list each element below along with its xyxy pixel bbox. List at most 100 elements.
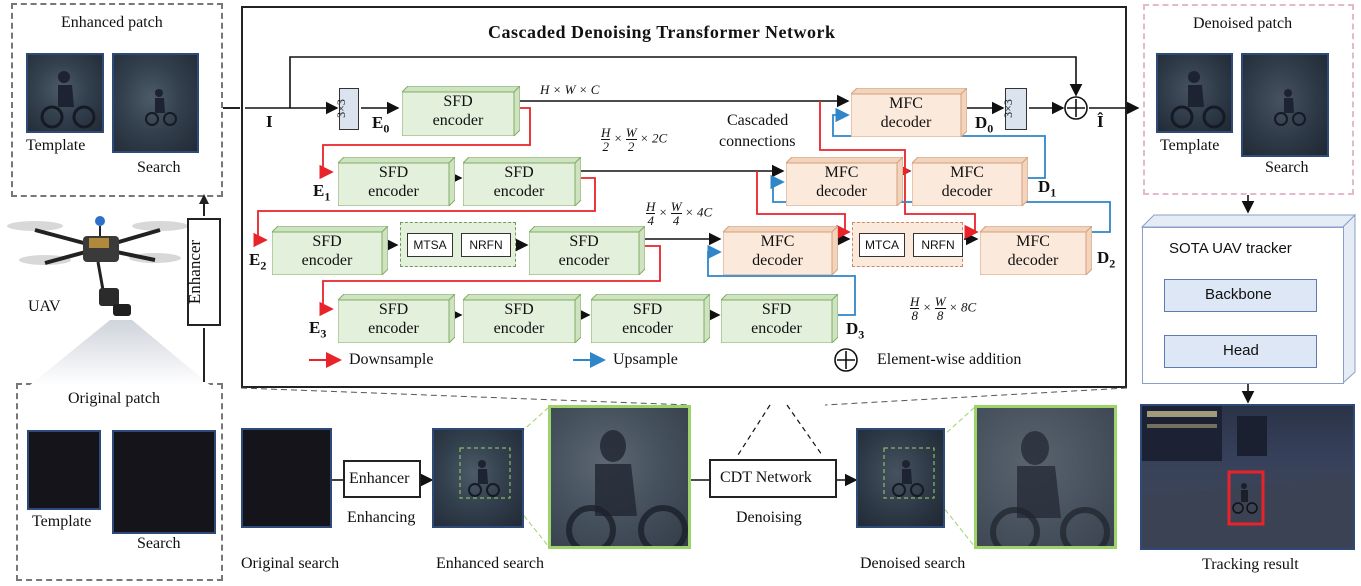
uav-label: UAV bbox=[28, 298, 61, 315]
enhanced-search-image bbox=[112, 53, 199, 153]
mtsa-nrfn-group: MTSA NRFN bbox=[400, 222, 516, 267]
cascaded-label-2: connections bbox=[719, 133, 796, 150]
tracking-result-label: Tracking result bbox=[1202, 556, 1299, 573]
original-search-label: Search bbox=[137, 535, 181, 552]
sfd-encoder-level3-d-line2: encoder bbox=[751, 320, 802, 337]
enhancer-flow-arrows bbox=[199, 107, 240, 382]
bottom-enhancer-box: Enhancer bbox=[343, 460, 421, 498]
mfc-decoder-level1-a-line2: decoder bbox=[816, 183, 867, 200]
bottom-denoised-search-image bbox=[856, 428, 945, 528]
bottom-denoised-search-label: Denoised search bbox=[860, 555, 966, 572]
original-search-image bbox=[112, 430, 216, 534]
sfd-encoder-level3-c-line2: encoder bbox=[622, 320, 673, 337]
mfc-decoder-level2-b-line1: MFC bbox=[1016, 233, 1050, 250]
mfc-decoder-level0: MFC decoder bbox=[851, 88, 967, 137]
bottom-enhancer-label: Enhancer bbox=[349, 470, 410, 487]
d3-label: D3 bbox=[846, 319, 865, 342]
sfd-encoder-level0: SFD encoder bbox=[402, 86, 520, 136]
mfc-decoder-level1-b-line1: MFC bbox=[950, 164, 984, 181]
sfd-encoder-level3-b: SFD encoder bbox=[463, 294, 581, 343]
mtsa-module: MTSA bbox=[407, 233, 453, 257]
sfd-encoder-level3-d-line1: SFD bbox=[761, 301, 792, 318]
mfc-decoder-level1-b: MFC decoder bbox=[912, 157, 1028, 206]
bottom-original-search-image bbox=[241, 428, 332, 528]
original-patch-title: Original patch bbox=[68, 390, 160, 407]
head-block: Head bbox=[1164, 335, 1317, 368]
cdt-network-label: CDT Network bbox=[720, 469, 812, 486]
sfd-encoder-level1-a-line1: SFD bbox=[378, 164, 409, 181]
enhanced-zoom-image bbox=[548, 405, 691, 549]
mfc-decoder-level2-a: MFC decoder bbox=[723, 226, 838, 275]
sfd-encoder-level2-b-line2: encoder bbox=[558, 252, 610, 269]
bottom-original-search-label: Original search bbox=[241, 555, 340, 572]
mfc-decoder-level2-b-line2: decoder bbox=[1007, 252, 1059, 269]
original-patch-panel: Original patch Template Search bbox=[16, 383, 223, 581]
mtca-nrfn-group: MTCA NRFN bbox=[852, 222, 963, 267]
enhanced-template-image bbox=[26, 53, 104, 133]
denoising-label: Denoising bbox=[736, 509, 802, 526]
sfd-encoder-level2-a-line1: SFD bbox=[312, 233, 342, 250]
mfc-decoder-level2-a-line1: MFC bbox=[760, 233, 795, 250]
e3-label: E3 bbox=[309, 318, 327, 341]
d0-label: D0 bbox=[975, 113, 994, 136]
sfd-encoder-level1-b-line2: encoder bbox=[493, 183, 545, 200]
sfd-encoder-level1-b-line1: SFD bbox=[504, 164, 534, 181]
legend-downsample: Downsample bbox=[349, 351, 434, 368]
mfc-decoder-level2-b: MFC decoder bbox=[980, 226, 1092, 275]
tracking-result-image bbox=[1140, 404, 1355, 550]
mfc-decoder-level1-a: MFC decoder bbox=[786, 157, 903, 206]
nrfn-module: NRFN bbox=[461, 233, 511, 257]
conv-out-block: 3×3 bbox=[1001, 88, 1027, 130]
sfd-encoder-level1-a: SFD encoder bbox=[338, 157, 455, 206]
bottom-cdt-box: CDT Network bbox=[709, 459, 837, 498]
mfc-decoder-level0-line1: MFC bbox=[889, 95, 923, 112]
bottom-enhanced-search-image bbox=[432, 428, 524, 528]
mfc-decoder-level2-a-line2: decoder bbox=[752, 252, 803, 269]
d2-label: D2 bbox=[1097, 248, 1116, 271]
sfd-encoder-level1-a-line2: encoder bbox=[368, 183, 419, 200]
sfd-encoder-level2-b: SFD encoder bbox=[529, 226, 645, 275]
original-template-label: Template bbox=[32, 513, 92, 530]
tracker-title: SOTA UAV tracker bbox=[1169, 240, 1292, 257]
output-label: Î bbox=[1097, 112, 1104, 131]
sfd-encoder-level3-a: SFD encoder bbox=[338, 294, 455, 343]
bottom-enhanced-search-label: Enhanced search bbox=[436, 555, 544, 572]
dim-level0: H × W × C bbox=[540, 82, 600, 97]
e2-label: E2 bbox=[249, 250, 267, 273]
enhanced-patch-title: Enhanced patch bbox=[61, 14, 163, 31]
conv-in-block: 3×3 bbox=[334, 88, 359, 130]
sfd-encoder-level3-c-line1: SFD bbox=[632, 301, 663, 318]
head-label: Head bbox=[1223, 342, 1259, 359]
denoised-template-image bbox=[1156, 53, 1233, 133]
enhancing-label: Enhancing bbox=[347, 509, 416, 526]
denoised-patch-panel: Denoised patch Template Search bbox=[1143, 4, 1354, 195]
d1-label: D1 bbox=[1038, 177, 1057, 200]
sfd-encoder-level3-b-line2: encoder bbox=[493, 320, 545, 337]
enhanced-patch-panel: Enhanced patch Template Search bbox=[11, 3, 223, 197]
sfd-encoder-level3-d: SFD encoder bbox=[721, 294, 838, 343]
uav-drone-icon bbox=[5, 208, 190, 328]
denoised-search-image bbox=[1241, 53, 1329, 157]
backbone-label: Backbone bbox=[1205, 286, 1272, 303]
enhancer-vertical-box: Enhancer bbox=[185, 218, 221, 326]
mtca-module: MTCA bbox=[859, 233, 905, 257]
legend-upsample: Upsample bbox=[613, 351, 678, 368]
denoised-search-label: Search bbox=[1265, 159, 1309, 176]
tracking-bbox bbox=[1227, 470, 1265, 526]
e1-label: E1 bbox=[313, 181, 331, 204]
nrfn-module: NRFN bbox=[913, 233, 963, 257]
e0-label: E0 bbox=[372, 113, 390, 136]
mfc-decoder-level0-line2: decoder bbox=[880, 114, 932, 131]
sfd-encoder-level3-c: SFD encoder bbox=[591, 294, 710, 343]
sfd-encoder-level2-a: SFD encoder bbox=[272, 226, 388, 275]
sfd-encoder-level0-line1: SFD bbox=[443, 93, 473, 110]
uav-view-cone bbox=[30, 320, 210, 385]
denoised-patch-title: Denoised patch bbox=[1193, 15, 1293, 32]
legend-addition: Element-wise addition bbox=[877, 351, 1022, 368]
cascaded-label-1: Cascaded bbox=[727, 112, 789, 129]
sfd-encoder-level0-line2: encoder bbox=[432, 112, 484, 129]
